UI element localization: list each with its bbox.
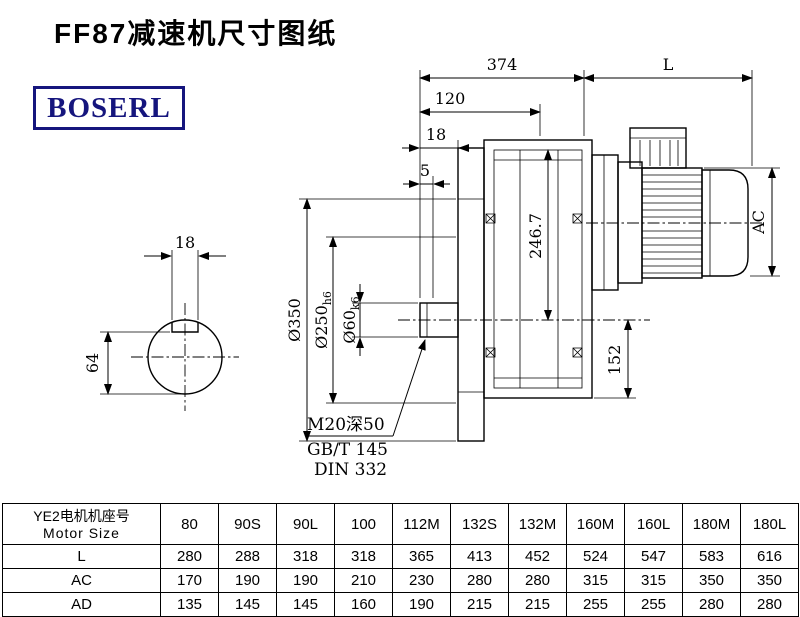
table-cell: 365 [392, 544, 451, 569]
dim-dia60-label: Ø60k6 [340, 296, 362, 343]
col-header: 132S [450, 503, 509, 545]
motor-size-header-en: Motor Size [43, 524, 120, 541]
table-cell: 318 [276, 544, 335, 569]
gearbox-main-view: 374 L 120 18 5 246.7 152 [285, 55, 780, 480]
table-cell: 160 [334, 592, 393, 617]
dim-374-label: 374 [487, 55, 518, 74]
gear-housing [483, 139, 593, 399]
table-row-L: L 280 288 318 318 365 413 452 524 547 58… [2, 544, 799, 569]
table-cell: 315 [566, 568, 625, 593]
table-cell: 280 [740, 592, 799, 617]
gb-standard-label: GB/T 145 [307, 440, 388, 460]
terminal-box [629, 127, 687, 169]
key-width-dim-label: 18 [175, 233, 195, 252]
table-cell: 280 [682, 592, 741, 617]
col-header: 90S [218, 503, 277, 545]
table-cell: 315 [624, 568, 683, 593]
motor-size-header: YE2电机机座号 Motor Size [2, 503, 161, 545]
thread-note: M20深50 GB/T 145 DIN 332 [305, 339, 426, 480]
table-cell: 215 [508, 592, 567, 617]
row-label: AC [2, 568, 161, 593]
dim-18-label: 18 [426, 125, 446, 144]
table-cell: 547 [624, 544, 683, 569]
motor-size-header-cn: YE2电机机座号 [33, 507, 130, 524]
table-cell: 170 [160, 568, 219, 593]
table-cell: 524 [566, 544, 625, 569]
col-header: 132M [508, 503, 567, 545]
table-cell: 413 [450, 544, 509, 569]
bolt-heads [485, 213, 583, 358]
table-cell: 190 [218, 568, 277, 593]
col-header: 80 [160, 503, 219, 545]
table-cell: 215 [450, 592, 509, 617]
dim-5-label: 5 [420, 161, 430, 180]
col-header: 90L [276, 503, 335, 545]
dim-dia250-label: Ø250h6 [312, 291, 334, 349]
table-row-AC: AC 170 190 190 210 230 280 280 315 315 3… [2, 568, 799, 593]
table-cell: 280 [160, 544, 219, 569]
dim-dia350-label: Ø350 [285, 298, 304, 342]
col-header: 112M [392, 503, 451, 545]
table-cell: 280 [450, 568, 509, 593]
motor-size-table: YE2电机机座号 Motor Size 80 90S 90L 100 112M … [2, 503, 799, 617]
row-label: L [2, 544, 161, 569]
table-cell: 135 [160, 592, 219, 617]
table-cell: 190 [392, 592, 451, 617]
fan-cover [701, 169, 749, 277]
table-cell: 145 [218, 592, 277, 617]
dimension-drawing: 18 64 [83, 55, 780, 480]
motor [591, 127, 749, 291]
brand-logo: BOSERL [33, 86, 185, 130]
tap-note-label: M20深50 [307, 415, 385, 435]
dimensions: 374 L 120 18 5 246.7 152 [285, 55, 780, 442]
drawing-title: FF87减速机尺寸图纸 [54, 18, 338, 49]
table-cell: 616 [740, 544, 799, 569]
key-height-dim-label: 64 [83, 353, 102, 373]
table-cell: 452 [508, 544, 567, 569]
cooling-fins [642, 174, 702, 274]
table-cell: 350 [682, 568, 741, 593]
shaft-end-view: 18 64 [83, 233, 239, 411]
col-header: 100 [334, 503, 393, 545]
col-header: 180L [740, 503, 799, 545]
dim-246-label: 246.7 [526, 213, 545, 259]
dim-AC-label: AC [749, 210, 768, 235]
table-cell: 145 [276, 592, 335, 617]
col-header: 160M [566, 503, 625, 545]
table-cell: 288 [218, 544, 277, 569]
dim-152-label: 152 [605, 345, 624, 376]
table-cell: 350 [740, 568, 799, 593]
table-cell: 583 [682, 544, 741, 569]
col-header: 180M [682, 503, 741, 545]
table-header-row: YE2电机机座号 Motor Size 80 90S 90L 100 112M … [2, 503, 799, 545]
table-cell: 190 [276, 568, 335, 593]
col-header: 160L [624, 503, 683, 545]
table-cell: 230 [392, 568, 451, 593]
table-row-AD: AD 135 145 145 160 190 215 215 255 255 2… [2, 592, 799, 617]
mounting-flange [457, 147, 485, 442]
dim-120-label: 120 [435, 89, 466, 108]
table-cell: 210 [334, 568, 393, 593]
dim-L-label: L [663, 55, 674, 74]
row-label: AD [2, 592, 161, 617]
table-cell: 255 [566, 592, 625, 617]
din-standard-label: DIN 332 [314, 460, 387, 480]
table-cell: 318 [334, 544, 393, 569]
table-cell: 280 [508, 568, 567, 593]
table-cell: 255 [624, 592, 683, 617]
